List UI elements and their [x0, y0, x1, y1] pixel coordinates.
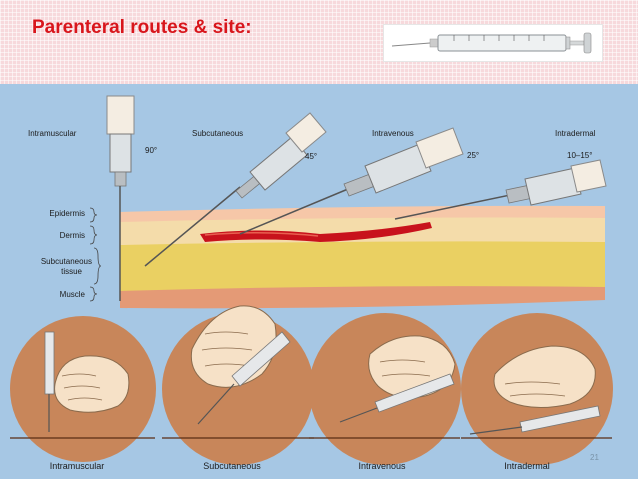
- dermis-layer: [120, 216, 605, 245]
- muscle-layer: [120, 285, 605, 309]
- hand-intramuscular: [44, 331, 130, 432]
- epidermis-layer: [120, 205, 605, 222]
- injection-diagram: Intramuscular 90° Subcutaneous 45° Intra…: [0, 84, 638, 479]
- syringe-thumbnail: [383, 24, 603, 62]
- hand-subcutaneous: [190, 305, 291, 425]
- layer-label-subcutaneous-line2: tissue: [61, 267, 82, 276]
- caption-intravenous: Intravenous: [358, 461, 406, 471]
- layer-label-dermis: Dermis: [60, 231, 85, 240]
- angle-label-intravenous: 25°: [467, 151, 479, 160]
- slide-title: Parenteral routes & site:: [32, 17, 252, 38]
- route-label-intradermal: Intradermal: [555, 129, 596, 138]
- slide-header: Parenteral routes & site:: [0, 0, 638, 84]
- hand-intradermal: [469, 345, 601, 435]
- route-label-subcutaneous: Subcutaneous: [192, 129, 243, 138]
- route-label-intravenous: Intravenous: [372, 129, 414, 138]
- syringe-intravenous: [239, 127, 464, 235]
- skin-cross-section: [120, 205, 605, 309]
- syringe-intradermal: [394, 159, 607, 220]
- vein: [200, 222, 432, 242]
- route-label-intramuscular: Intramuscular: [28, 129, 77, 138]
- page-number: 21: [590, 453, 599, 462]
- layer-label-epidermis: Epidermis: [49, 209, 85, 218]
- subcutaneous-layer: [120, 240, 605, 291]
- hand-intravenous: [339, 335, 456, 423]
- syringe-subcutaneous: [144, 112, 327, 267]
- layer-label-subcutaneous: Subcutaneous: [41, 257, 92, 266]
- caption-intramuscular: Intramuscular: [50, 461, 105, 471]
- syringe-intramuscular: [106, 95, 135, 301]
- angle-label-intramuscular: 90°: [145, 146, 157, 155]
- layer-label-muscle: Muscle: [60, 290, 86, 299]
- angle-label-subcutaneous: 45°: [305, 152, 317, 161]
- angle-label-intradermal: 10–15°: [567, 151, 592, 160]
- caption-intradermal: Intradermal: [504, 461, 550, 471]
- caption-subcutaneous: Subcutaneous: [203, 461, 261, 471]
